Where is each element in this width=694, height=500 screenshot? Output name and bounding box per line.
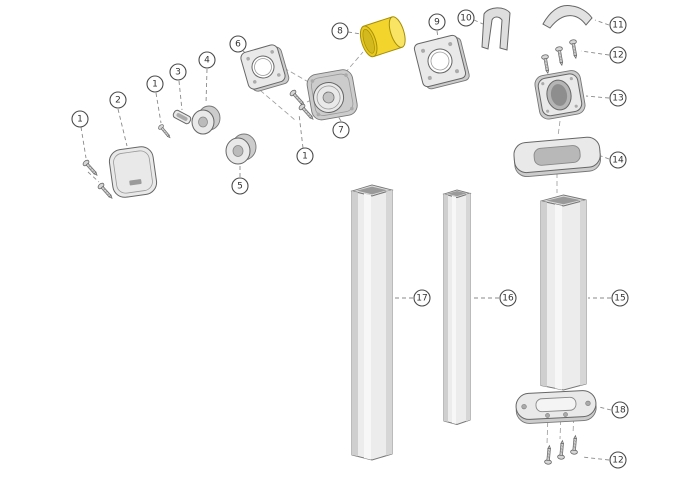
callout-12: 12 (609, 46, 627, 64)
part-clip (172, 109, 192, 125)
callout-6: 6 (229, 35, 247, 53)
screw-icon (557, 439, 567, 460)
part-cylinder-highlighted (359, 16, 406, 58)
callout-8: 8 (331, 22, 349, 40)
svg-text:4: 4 (204, 56, 210, 66)
part-column-inner (540, 194, 587, 391)
callout-12b: 12 (609, 451, 627, 469)
screw-icon (544, 444, 554, 465)
callout-15: 15 (611, 289, 629, 307)
part-u-bracket (481, 7, 511, 51)
callout-2: 2 (109, 91, 127, 109)
callouts: 1 2 1 3 4 6 5 1 (71, 9, 629, 469)
svg-text:12: 12 (612, 456, 623, 466)
svg-text:6: 6 (235, 40, 241, 50)
part-plate-large (413, 34, 470, 90)
svg-text:13: 13 (612, 94, 623, 104)
part-foot-plate (515, 390, 597, 424)
svg-text:11: 11 (612, 21, 623, 31)
part-side-cover (108, 146, 158, 198)
callout-1c: 1 (296, 147, 314, 165)
screw-icon (568, 38, 580, 60)
svg-text:18: 18 (614, 406, 626, 416)
callout-9: 9 (428, 13, 446, 31)
screw-icon (554, 45, 566, 67)
part-curved-cap (542, 5, 593, 29)
screw-icon (96, 181, 115, 201)
callout-1b: 1 (146, 75, 164, 93)
callout-13: 13 (609, 89, 627, 107)
svg-text:12: 12 (612, 51, 623, 61)
callout-5: 5 (231, 177, 249, 195)
callout-1: 1 (71, 110, 89, 128)
callout-7: 7 (332, 121, 350, 139)
part-column-outer (350, 184, 394, 461)
svg-text:10: 10 (460, 14, 472, 24)
part-column-middle (442, 189, 472, 426)
callout-4: 4 (198, 51, 216, 69)
callout-18: 18 (611, 401, 629, 419)
callout-3: 3 (169, 63, 187, 81)
svg-text:1: 1 (77, 115, 83, 125)
svg-text:3: 3 (175, 68, 181, 78)
part-plate-small (240, 44, 290, 92)
svg-text:8: 8 (337, 27, 343, 37)
svg-text:7: 7 (338, 126, 344, 136)
screw-icon (157, 123, 173, 140)
screw-icon (570, 434, 580, 455)
callout-11: 11 (609, 16, 627, 34)
svg-text:1: 1 (152, 80, 158, 90)
svg-text:15: 15 (614, 294, 625, 304)
svg-text:16: 16 (502, 294, 514, 304)
svg-text:1: 1 (302, 152, 308, 162)
part-grommet-large (225, 133, 257, 165)
callout-10: 10 (457, 9, 475, 27)
svg-text:5: 5 (237, 182, 243, 192)
part-motor-housing (306, 69, 358, 121)
cover-logo-strip (129, 179, 142, 186)
part-grommet (191, 105, 221, 135)
callout-14: 14 (609, 151, 627, 169)
svg-text:17: 17 (416, 294, 427, 304)
svg-text:14: 14 (612, 156, 624, 166)
callout-16: 16 (499, 289, 517, 307)
svg-text:9: 9 (434, 18, 440, 28)
svg-text:2: 2 (115, 96, 121, 106)
callout-17: 17 (413, 289, 431, 307)
screw-icon (540, 53, 552, 75)
part-top-housing (534, 70, 586, 120)
part-collar-frame (513, 136, 602, 178)
assembly-axis-lines (247, 51, 575, 445)
leader-lines (80, 19, 612, 461)
